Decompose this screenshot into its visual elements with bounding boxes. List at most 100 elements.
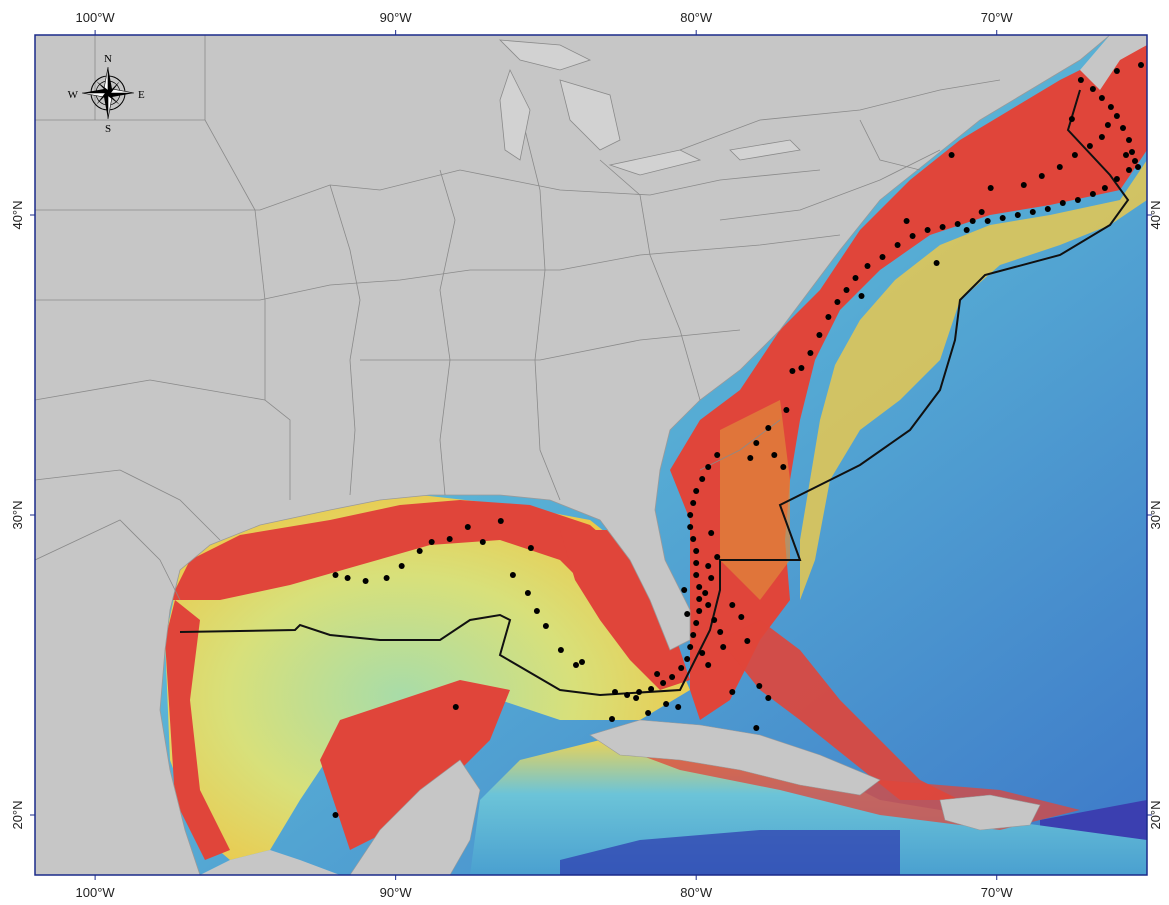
lat-label-left: 30°N [10, 500, 25, 529]
sample-point [332, 572, 339, 578]
lon-label-top: 70°W [981, 10, 1014, 25]
maritimes-land [1080, 35, 1147, 90]
gulf-basin [165, 495, 690, 860]
sample-point [1056, 164, 1063, 170]
sample-point [428, 539, 435, 545]
sample-point [924, 227, 931, 233]
west-florida-shelf [560, 530, 690, 690]
sample-point [579, 659, 585, 665]
lon-label-bottom: 70°W [981, 885, 1014, 900]
sample-point [708, 530, 715, 536]
sample-point [696, 608, 703, 614]
compass-rose: N S E W [68, 53, 145, 135]
sample-point [1098, 134, 1105, 140]
sample-points [332, 62, 1144, 818]
lon-label-top: 90°W [380, 10, 413, 25]
sample-point [684, 611, 691, 617]
sample-point [1101, 185, 1108, 191]
lon-label-top: 80°W [680, 10, 713, 25]
sample-point [717, 629, 724, 635]
sample-point [654, 671, 661, 677]
sample-point [1071, 152, 1078, 158]
sample-point [362, 578, 369, 584]
sample-point [807, 350, 814, 356]
atlantic-shelf [670, 45, 1147, 720]
blake-plateau [720, 400, 790, 600]
sample-point [398, 563, 405, 569]
lon-label-top: 100°W [76, 10, 116, 25]
sample-point [687, 524, 694, 530]
sample-point [765, 425, 772, 431]
cuba-land [589, 719, 881, 796]
sample-point [332, 812, 339, 818]
sample-point [1098, 95, 1105, 101]
sample-point [1104, 122, 1111, 128]
sample-point [1126, 167, 1132, 173]
sample-point [894, 242, 901, 248]
sample-point [1020, 182, 1027, 188]
sample-point [669, 674, 676, 680]
sample-point [705, 662, 712, 668]
sample-point [693, 488, 700, 494]
sample-point [879, 254, 886, 260]
sample-point [747, 455, 754, 461]
lat-label-left: 20°N [10, 800, 25, 829]
compass-w: W [68, 89, 79, 101]
sample-point [1129, 149, 1135, 155]
sample-point [687, 512, 694, 518]
sample-point [663, 701, 670, 707]
sample-point [1029, 209, 1036, 215]
sample-point [702, 590, 709, 596]
sample-point [690, 632, 697, 638]
sample-point [660, 680, 667, 686]
sample-point [843, 287, 850, 293]
sample-point [1138, 62, 1144, 68]
sample-point [1044, 206, 1051, 212]
sample-point [693, 548, 700, 554]
sample-point [948, 152, 955, 158]
sample-point [963, 227, 970, 233]
sample-point [705, 563, 712, 569]
sample-point [729, 602, 736, 608]
sample-point [633, 695, 640, 701]
sample-point [753, 725, 760, 731]
sample-point [693, 620, 700, 626]
sample-point [714, 452, 721, 458]
atlantic-slope [800, 160, 1147, 600]
great-lakes [498, 39, 801, 176]
sample-point [720, 644, 727, 650]
sample-point [693, 560, 700, 566]
sample-point [1038, 173, 1045, 179]
sample-point [452, 704, 459, 710]
sample-point [1068, 116, 1075, 122]
sample-point [1086, 143, 1093, 149]
compass-s: S [105, 123, 111, 135]
sample-point [527, 545, 534, 551]
sample-point [690, 536, 697, 542]
sample-point [705, 602, 712, 608]
sample-point [987, 185, 994, 191]
sample-point [789, 368, 796, 374]
sample-point [696, 596, 703, 602]
sample-point [1089, 191, 1096, 197]
sample-point [756, 683, 763, 689]
sample-point [852, 275, 859, 281]
lat-label-right: 20°N [1148, 800, 1163, 829]
sample-point [645, 710, 652, 716]
sample-point [524, 590, 531, 596]
sample-point [711, 617, 718, 623]
sample-point [771, 452, 778, 458]
sample-point [446, 536, 453, 542]
sample-point [687, 644, 694, 650]
sample-point [416, 548, 423, 554]
sample-point [678, 665, 685, 671]
sample-point [765, 695, 772, 701]
sample-point [1014, 212, 1021, 218]
sample-point [684, 656, 691, 662]
sample-point [1107, 104, 1114, 110]
sample-point [636, 689, 643, 695]
sample-point [1126, 137, 1132, 143]
sample-point [696, 584, 703, 590]
